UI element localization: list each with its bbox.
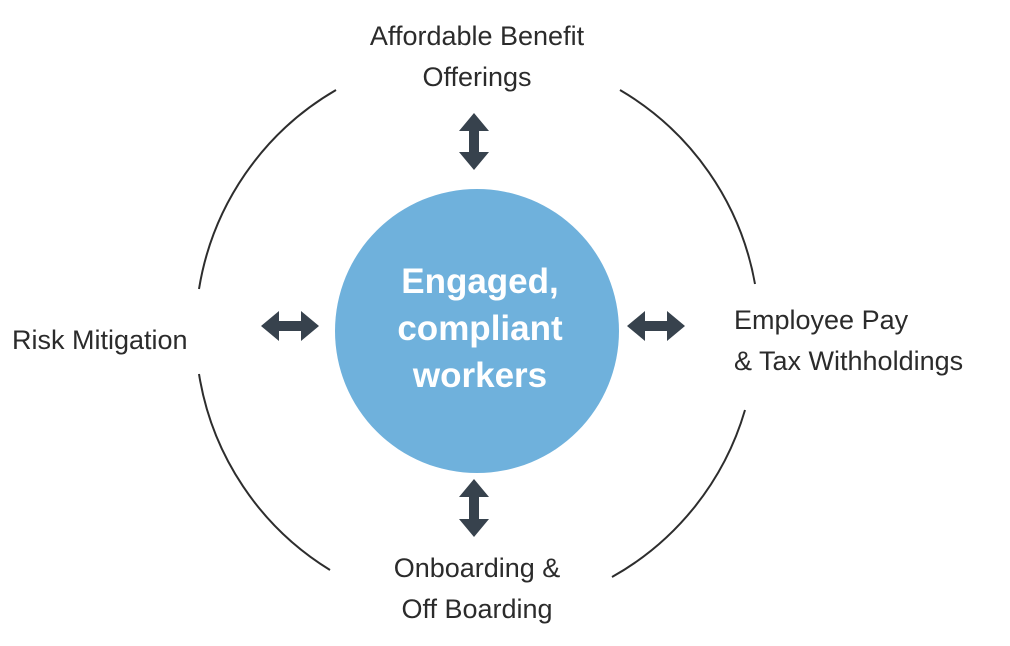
- double-arrow-horizontal-icon: [261, 311, 319, 341]
- ring-arc-top-left: [198, 89, 337, 290]
- double-arrow-vertical-icon: [459, 113, 489, 170]
- node-label-line: Employee Pay: [734, 305, 909, 335]
- node-label-line: Risk Mitigation: [12, 325, 188, 355]
- double-arrow-horizontal-icon: [627, 311, 685, 341]
- outer-ring: [198, 89, 756, 578]
- center-title-line: workers: [412, 356, 548, 395]
- node-label-line: Off Boarding: [401, 594, 553, 624]
- node-onboarding-offboarding: Onboarding & Off Boarding: [327, 548, 627, 630]
- double-arrow-vertical-icon: [459, 479, 489, 537]
- center-title: Engaged, compliant workers: [340, 258, 620, 399]
- ring-arc-bottom-right: [611, 409, 746, 578]
- center-title-line: compliant: [397, 309, 563, 348]
- center-title-line: Engaged,: [401, 262, 559, 301]
- node-affordable-benefit-offerings: Affordable Benefit Offerings: [327, 16, 627, 98]
- node-label-line: Affordable Benefit: [369, 21, 585, 51]
- node-employee-pay-tax: Employee Pay & Tax Withholdings: [734, 300, 963, 382]
- ring-arc-top-right: [619, 89, 756, 285]
- node-label-line: Offerings: [422, 62, 532, 92]
- center-circle: [335, 189, 619, 473]
- node-label-line: Onboarding &: [393, 553, 561, 583]
- ring-arc-bottom-left: [198, 373, 331, 571]
- node-risk-mitigation: Risk Mitigation: [12, 320, 188, 361]
- node-label-line: & Tax Withholdings: [734, 346, 964, 376]
